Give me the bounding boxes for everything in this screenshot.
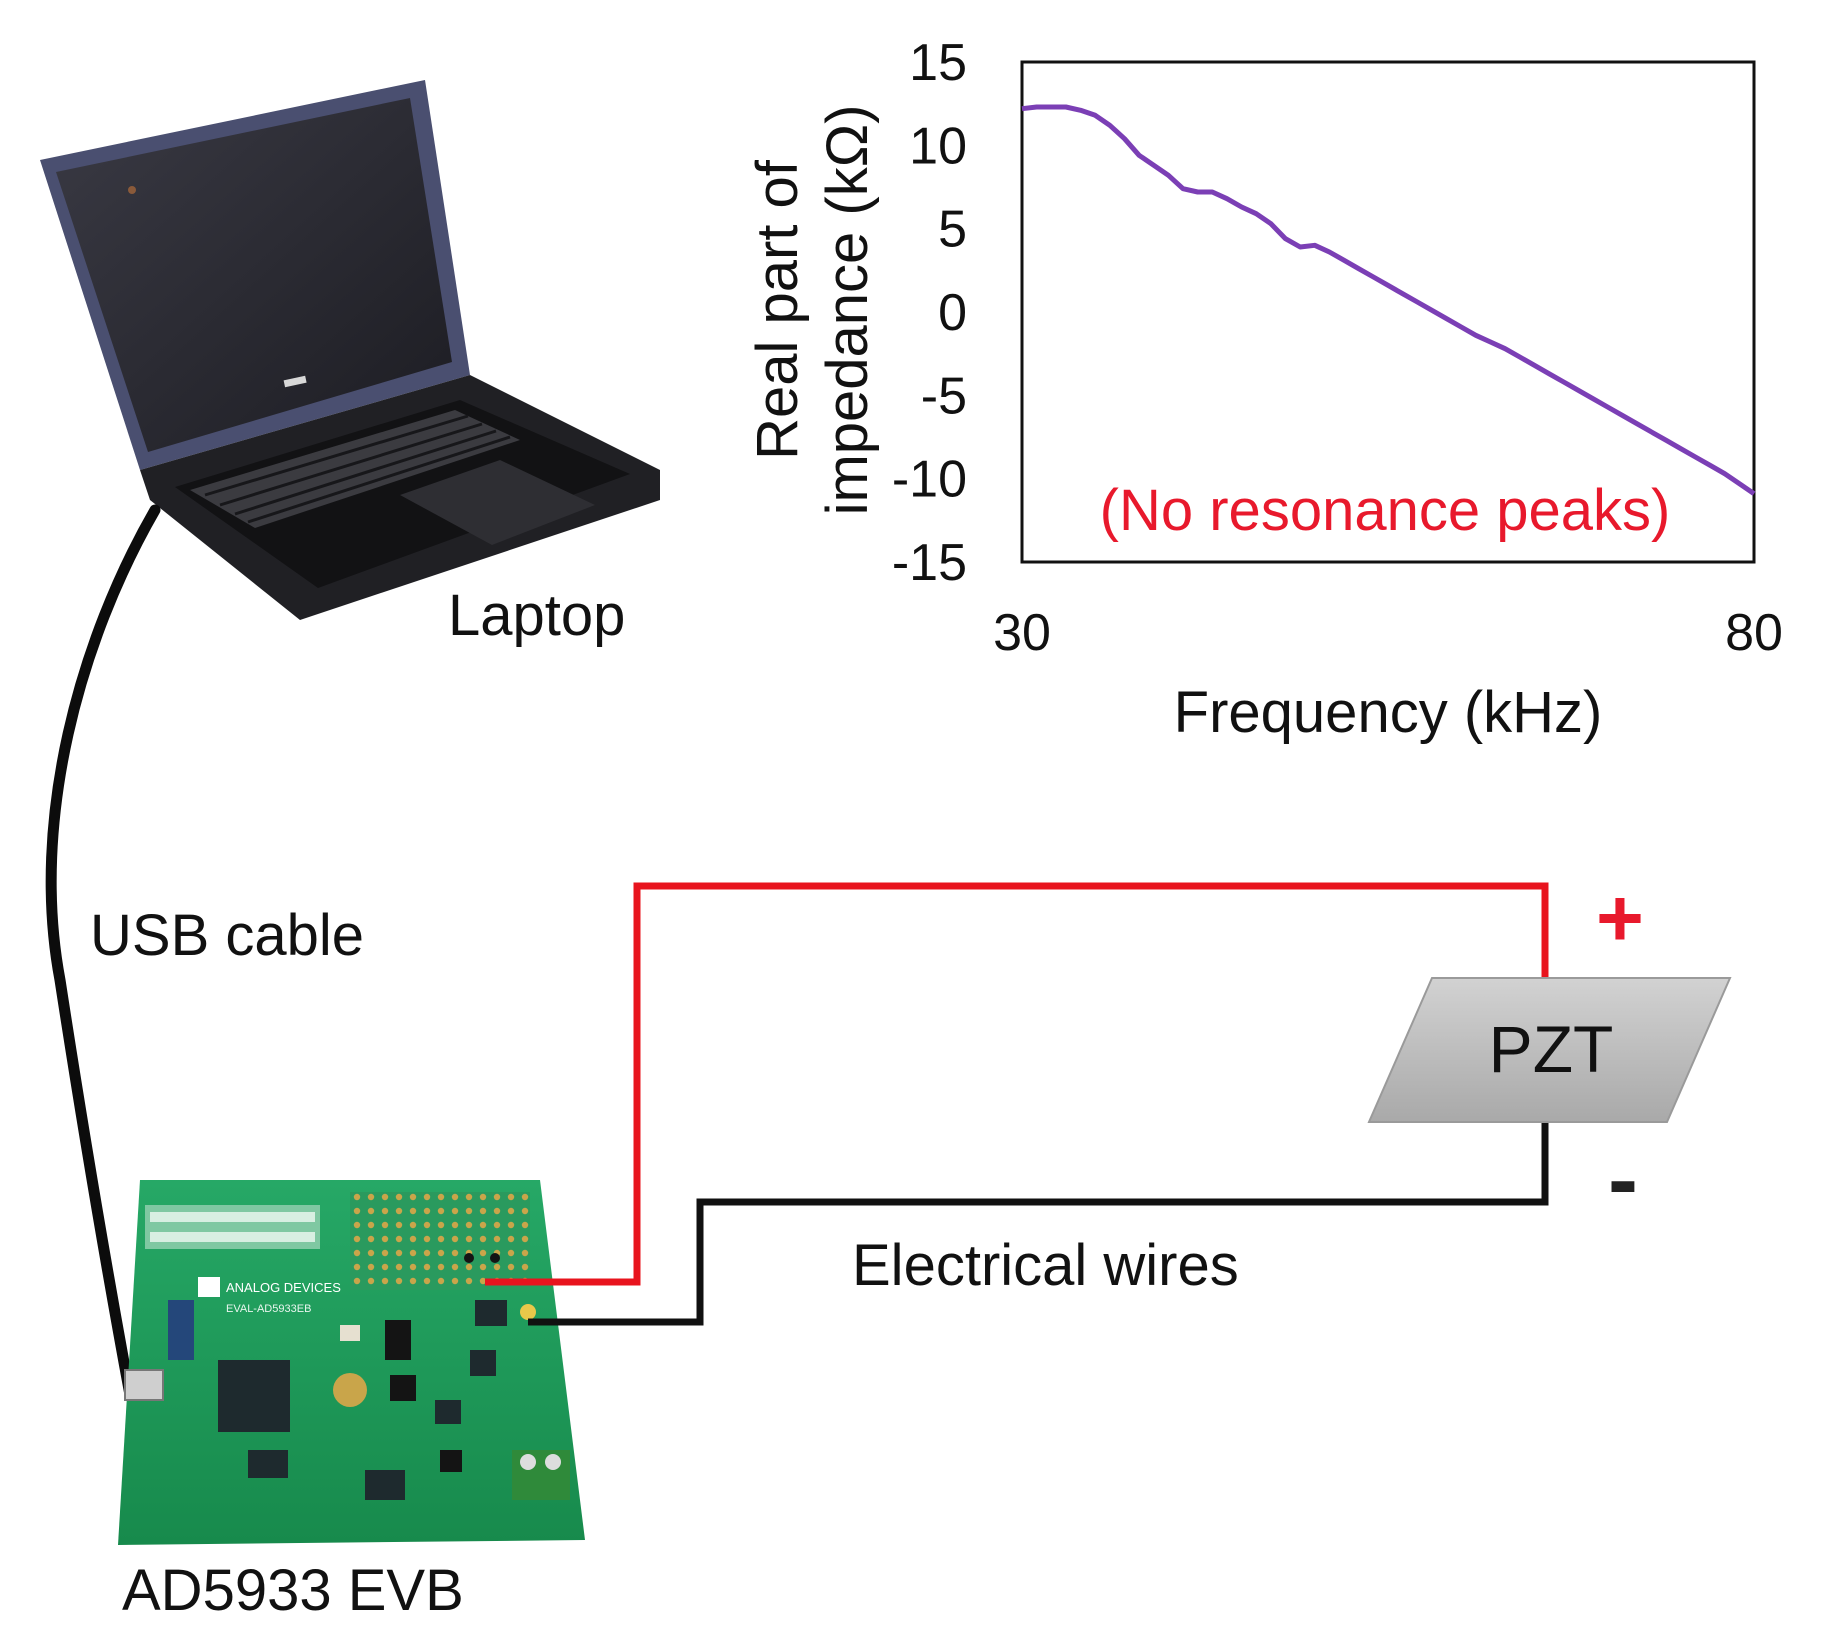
x-tick-label: 80 (1725, 604, 1783, 662)
board-label: AD5933 EVB (122, 1558, 464, 1623)
pzt-element (1367, 977, 1732, 1123)
y-tick-label: 15 (909, 34, 967, 92)
chart-annotation: (No resonance peaks) (1100, 478, 1671, 543)
minus-sign: - (1608, 1130, 1638, 1230)
y-tick-labels: 15 10 5 0 -5 -10 -15 (892, 34, 967, 592)
laptop-label: Laptop (448, 583, 625, 648)
ad5933-board-picture: ANALOG DEVICES EVAL-AD5933EB (118, 1180, 585, 1545)
crystal (333, 1373, 367, 1407)
keyboard (190, 410, 520, 528)
positive-wire (485, 882, 1549, 1286)
y-tick-label: -15 (892, 534, 967, 592)
laptop-screen (56, 98, 452, 452)
impedance-curve (1021, 104, 1756, 496)
connector-strip (145, 1205, 320, 1249)
touchpad (400, 460, 595, 545)
y-tick-label: -10 (892, 451, 967, 509)
usb-port (124, 1369, 164, 1401)
y-tick-label: -5 (921, 367, 967, 425)
y-axis-label-line-2: impedance (kΩ) (815, 105, 880, 516)
y-axis-label-line-1: Real part of (745, 159, 810, 460)
y-tick-label: 0 (938, 284, 967, 342)
usb-cable-label: USB cable (90, 903, 364, 968)
pzt-label: PZT (1489, 1012, 1614, 1086)
plus-sign: + (1596, 873, 1644, 964)
x-tick-labels: 30 80 (993, 604, 1783, 662)
y-tick-label: 10 (909, 117, 967, 175)
usb-cable-wire (45, 504, 161, 1401)
board-brand-silkscreen: ANALOG DEVICES (226, 1280, 341, 1295)
x-axis-label: Frequency (kHz) (1174, 680, 1603, 745)
impedance-chart: 15 10 5 0 -5 -10 -15 30 80 (No resonance peaks)… (745, 34, 1783, 745)
main-chip (218, 1360, 290, 1432)
negative-wire (528, 1122, 1549, 1326)
laptop-picture (40, 80, 660, 620)
x-tick-label: 30 (993, 604, 1051, 662)
y-tick-label: 5 (938, 201, 967, 259)
terminal-block (512, 1450, 570, 1500)
plot-frame (1020, 60, 1756, 564)
prototype-hole-area (350, 1192, 530, 1290)
electrical-wires-label: Electrical wires (852, 1233, 1239, 1298)
board-model-silkscreen: EVAL-AD5933EB (226, 1303, 311, 1315)
